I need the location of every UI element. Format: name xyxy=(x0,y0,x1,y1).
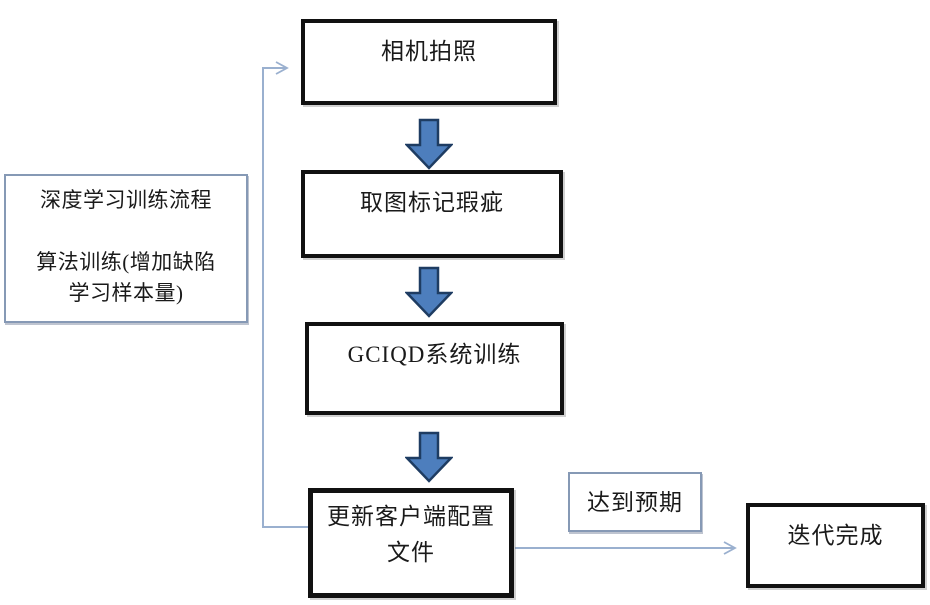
down-arrow-icon xyxy=(405,118,453,170)
down-arrow-icon xyxy=(405,431,453,483)
label-expectation: 达到预期 xyxy=(568,472,702,532)
node-mark-defects-label: 取图标记瑕疵 xyxy=(360,190,504,215)
node-system-training-label: GCIQD系统训练 xyxy=(347,342,522,367)
legend-line-2: 算法训练(增加缺陷 xyxy=(36,250,216,274)
down-arrow-icon xyxy=(405,266,453,318)
feedback-loop-arrow xyxy=(262,61,309,528)
node-update-config-line2: 文件 xyxy=(387,540,435,565)
node-mark-defects: 取图标记瑕疵 xyxy=(301,170,563,258)
node-iteration-done: 迭代完成 xyxy=(746,503,925,588)
node-system-training: GCIQD系统训练 xyxy=(305,322,564,415)
label-expectation-text: 达到预期 xyxy=(587,490,683,515)
legend-box: 深度学习训练流程 算法训练(增加缺陷 学习样本量) xyxy=(4,174,248,323)
legend-line-3: 学习样本量) xyxy=(68,281,184,305)
node-iteration-done-label: 迭代完成 xyxy=(787,523,884,548)
node-update-config-line1: 更新客户端配置 xyxy=(327,504,495,529)
node-camera: 相机拍照 xyxy=(301,19,557,105)
node-camera-label: 相机拍照 xyxy=(381,39,477,64)
legend-line-1: 深度学习训练流程 xyxy=(40,188,212,212)
node-update-config: 更新客户端配置 文件 xyxy=(308,488,514,598)
